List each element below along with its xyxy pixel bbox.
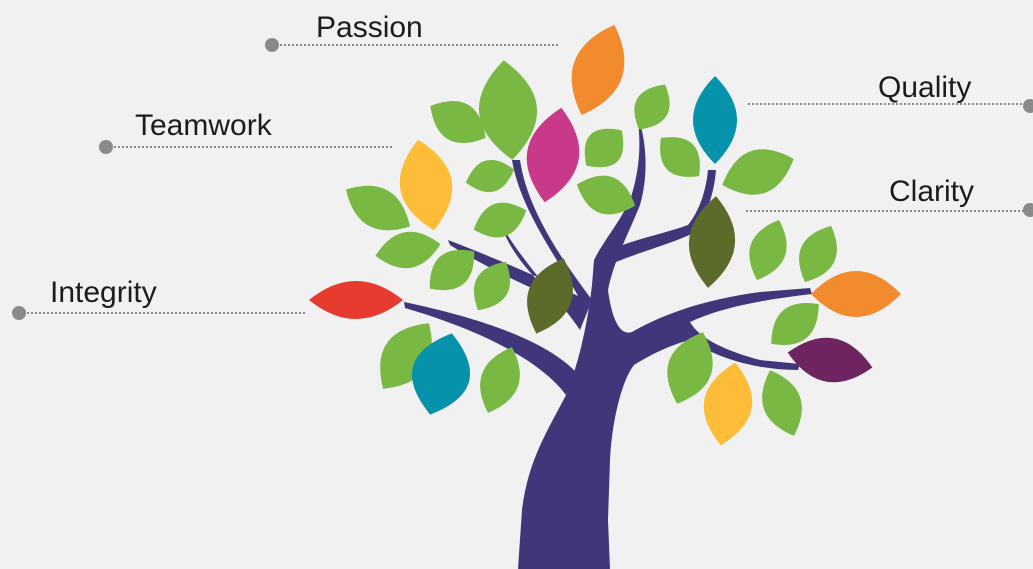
- leaf-orange: [811, 271, 901, 317]
- connector-dots: [12, 38, 1033, 320]
- leaf-green: [474, 261, 510, 311]
- label-clarity: Clarity: [889, 175, 975, 208]
- leaf-green: [479, 60, 537, 160]
- leaf-olive: [688, 196, 736, 288]
- leaf-green: [749, 219, 787, 281]
- leaf-purple: [787, 337, 873, 383]
- label-teamwork: Teamwork: [135, 109, 272, 142]
- leaf-orange: [571, 24, 625, 116]
- leaf-yellow: [399, 139, 453, 231]
- connector-dot-clarity: [1023, 203, 1033, 217]
- leaf-blue: [693, 76, 737, 164]
- leaf-green: [576, 175, 636, 215]
- label-integrity: Integrity: [50, 276, 157, 309]
- leaf-olive: [527, 258, 573, 334]
- leaf-blue: [411, 333, 471, 415]
- leaf-magenta: [526, 107, 580, 203]
- leaf-yellow: [703, 362, 753, 446]
- leaf-green: [429, 250, 475, 290]
- leaf-green: [473, 202, 527, 238]
- leaf-green: [771, 303, 819, 345]
- label-passion: Passion: [316, 11, 423, 44]
- leaf-green: [430, 101, 486, 143]
- leaf-green: [345, 185, 411, 231]
- connector-lines: [19, 44, 1030, 314]
- connector-dot-teamwork: [99, 140, 113, 154]
- leaf-green: [375, 231, 441, 269]
- leaf-green: [762, 370, 802, 436]
- leaf-green: [584, 128, 624, 168]
- connector-dot-integrity: [12, 306, 26, 320]
- leaf-green: [722, 149, 794, 195]
- label-quality: Quality: [878, 71, 972, 104]
- leaf-red: [309, 281, 403, 319]
- leaf-green: [667, 332, 713, 404]
- leaf-green: [465, 160, 515, 192]
- connector-dot-quality: [1023, 99, 1033, 113]
- connector-dot-passion: [265, 38, 279, 52]
- leaf-green: [480, 347, 520, 413]
- tree-leaves: [309, 24, 901, 446]
- leaf-green: [660, 137, 700, 177]
- leaf-green: [634, 84, 670, 130]
- leaf-green: [799, 225, 837, 283]
